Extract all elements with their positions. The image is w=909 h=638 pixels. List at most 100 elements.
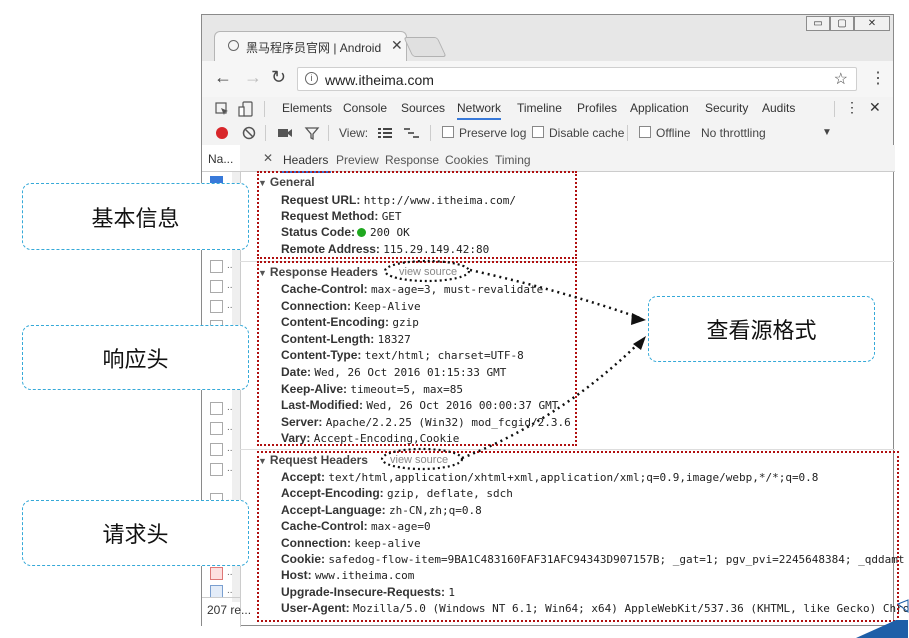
close-window-button[interactable]: ✕ [854, 16, 890, 31]
request-row[interactable] [210, 280, 223, 293]
row-ellipsis: ... [227, 402, 235, 413]
tab-profiles[interactable]: Profiles [577, 101, 618, 115]
forward-arrow-icon[interactable]: → [244, 67, 262, 87]
header-key: Request Method: [281, 209, 379, 223]
browser-tab[interactable]: 黑马程序员官网 | Android ✕ [214, 31, 407, 61]
inspect-element-icon[interactable] [215, 102, 229, 116]
offline-checkbox[interactable]: Offline [639, 126, 690, 140]
header-key: Remote Address: [281, 242, 380, 256]
general-title: General [269, 175, 315, 189]
chevron-down-icon[interactable]: ▼ [822, 127, 832, 138]
tab-close-icon[interactable]: ✕ [391, 37, 403, 53]
request-row[interactable] [210, 443, 223, 456]
response-headers-highlight-box [257, 261, 577, 446]
info-icon[interactable]: i [305, 72, 318, 85]
disable-cache-checkbox[interactable]: Disable cache [532, 126, 624, 140]
header-key: Accept: [281, 470, 326, 484]
capture-screenshots-icon[interactable] [277, 127, 293, 139]
filter-icon[interactable] [304, 126, 320, 141]
row-ellipsis: ... [227, 422, 235, 433]
devtools-close-icon[interactable]: ✕ [869, 99, 881, 115]
tab-application[interactable]: Application [630, 101, 689, 115]
row-ellipsis: ... [227, 280, 235, 291]
offline-label: Offline [656, 126, 691, 140]
header-value: Wed, 26 Oct 2016 01:15:33 GMT [314, 366, 507, 379]
request-row[interactable] [210, 402, 223, 415]
tab-elements[interactable]: Elements [282, 101, 333, 115]
row-ellipsis: ... [227, 260, 235, 271]
header-value: www.itheima.com [315, 569, 415, 583]
header-key: Content-Type: [281, 348, 362, 363]
header-row: Accept-Language: zh-CN,zh;q=0.8 [281, 503, 482, 517]
header-value: gzip [392, 316, 419, 330]
separator [265, 125, 266, 141]
device-toolbar-icon[interactable] [238, 101, 254, 117]
header-value: gzip, deflate, sdch [387, 487, 513, 501]
tab-audits[interactable]: Audits [762, 101, 796, 115]
header-row: Content-Encoding: gzip [281, 315, 419, 329]
devtools-tabbar: Elements Console Sources Network Timelin… [202, 97, 893, 122]
url-text: www.itheima.com [325, 72, 434, 88]
name-column-header[interactable]: Na... [208, 152, 234, 166]
header-row: Connection: keep-alive [281, 536, 421, 550]
header-value: http://www.itheima.com/ [363, 194, 517, 207]
row-ellipsis: ... [227, 585, 235, 596]
record-icon[interactable] [215, 126, 229, 140]
subtab-timing[interactable]: Timing [495, 153, 531, 167]
waterfall-view-icon[interactable] [404, 127, 420, 139]
header-row: Cache-Control: max-age=0 [281, 519, 431, 533]
tab-network[interactable]: Network [457, 101, 502, 120]
new-tab-button[interactable] [403, 37, 447, 57]
network-toolbar: View: Preserve log Disable cache Offline… [202, 121, 893, 146]
preserve-log-checkbox[interactable]: Preserve log [442, 126, 526, 140]
browser-menu-icon[interactable]: ⋮ [870, 70, 886, 87]
header-key: Last-Modified: [281, 398, 363, 413]
header-key: Request URL: [281, 193, 361, 207]
tab-timeline[interactable]: Timeline [517, 101, 562, 115]
reload-icon[interactable]: ↻ [271, 67, 287, 87]
header-key: Cookie: [281, 552, 326, 566]
header-value: 1 [448, 585, 456, 599]
subtab-preview[interactable]: Preview [336, 153, 379, 167]
subtab-headers[interactable]: Headers [279, 153, 332, 173]
maximize-button[interactable]: ▢ [830, 16, 854, 31]
callout-basic-info: 基本信息 [22, 183, 249, 250]
url-input[interactable]: i www.itheima.com ☆ [297, 67, 857, 91]
devtools-menu-icon[interactable]: ⋮ [845, 99, 859, 115]
row-ellipsis: ... [227, 463, 235, 474]
request-count-footer: 207 re... [207, 603, 252, 617]
separator [430, 125, 431, 141]
detail-close-icon[interactable]: ✕ [263, 151, 274, 165]
back-arrow-icon[interactable]: ← [214, 67, 232, 87]
tab-security[interactable]: Security [705, 101, 749, 115]
request-headers-toggle[interactable]: ▼Request Headers [258, 453, 368, 467]
minimize-button[interactable]: ▭ [806, 16, 830, 31]
bookmark-star-icon[interactable]: ☆ [833, 71, 848, 88]
request-row[interactable] [210, 260, 223, 273]
list-view-icon[interactable] [378, 127, 392, 139]
divider [202, 171, 240, 172]
preserve-log-label: Preserve log [459, 126, 527, 140]
response-headers-toggle[interactable]: ▼Response Headers [258, 265, 378, 279]
detail-tabbar: ✕ Headers Preview Response Cookies Timin… [240, 145, 895, 173]
tab-console[interactable]: Console [343, 101, 388, 115]
general-section-toggle[interactable]: ▼General [258, 175, 315, 189]
response-headers-title: Response Headers [269, 265, 378, 279]
request-row[interactable] [210, 463, 223, 476]
subtab-response[interactable]: Response [385, 153, 440, 167]
separator [834, 101, 835, 117]
subtab-cookies[interactable]: Cookies [445, 153, 489, 167]
request-row[interactable] [210, 422, 223, 435]
clear-icon[interactable] [242, 126, 256, 140]
header-key: Upgrade-Insecure-Requests: [281, 584, 446, 599]
corner-decoration [856, 599, 909, 638]
header-key: Host: [281, 568, 312, 583]
request-row-image[interactable] [210, 567, 223, 580]
request-row[interactable] [210, 300, 223, 313]
general-highlight-box [257, 171, 577, 259]
throttling-select[interactable]: No throttling [701, 126, 766, 140]
header-row: Keep-Alive: timeout=5, max=85 [281, 382, 463, 396]
header-key: Cache-Control: [281, 282, 368, 296]
callout-request-headers: 请求头 [22, 500, 249, 566]
tab-sources[interactable]: Sources [401, 101, 446, 115]
